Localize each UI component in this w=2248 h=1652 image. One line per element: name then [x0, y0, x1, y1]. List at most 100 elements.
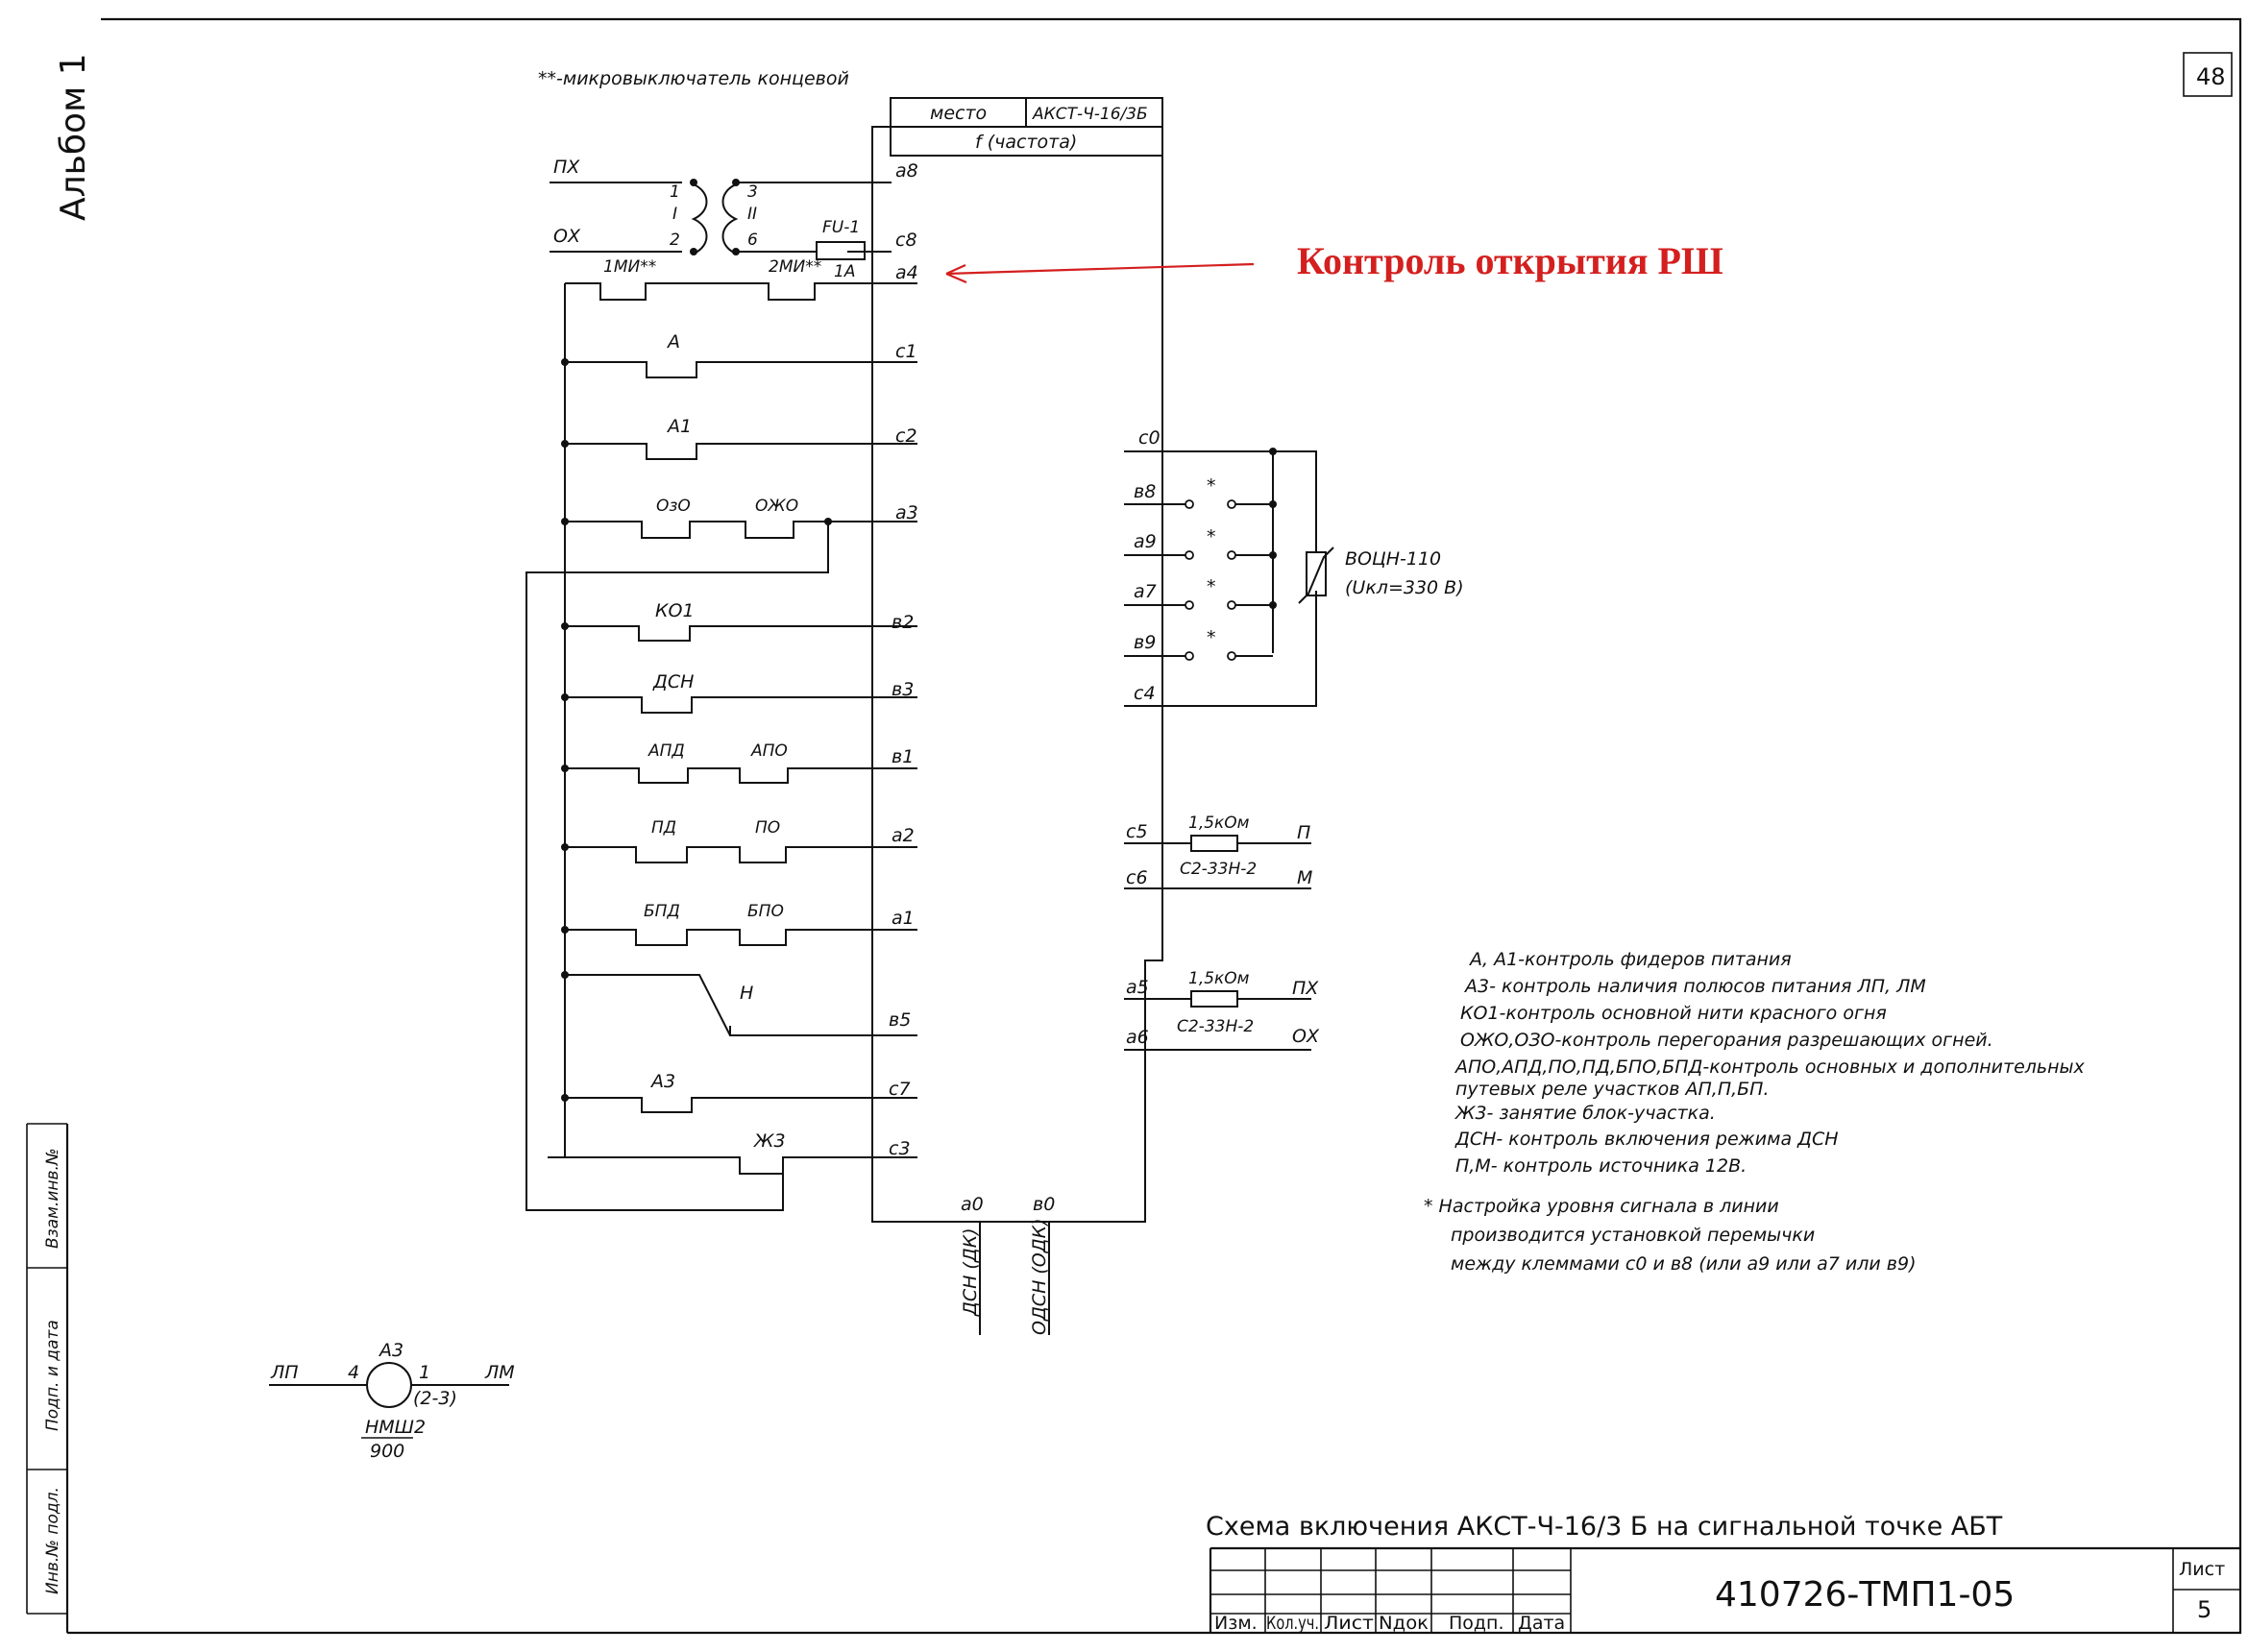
varistor-name: ВОЦН-110: [1345, 548, 1441, 570]
terminal-c6: с6: [1126, 867, 1148, 888]
relay-a3: А3 ЛП ЛМ 4 1 (2-3) НМШ2 900: [269, 1340, 515, 1462]
note-line-2: производится установкой перемычки: [1451, 1225, 1815, 1246]
terminal-a3: а3: [895, 502, 918, 523]
fuse-name: FU-1: [822, 218, 860, 237]
coil-primary-roman: I: [672, 205, 677, 224]
jumper-mark-4: *: [1207, 627, 1216, 648]
terminal-c1: с1: [895, 341, 917, 362]
terminal-c3: с3: [889, 1138, 911, 1159]
terminal-a4: а4: [895, 262, 918, 283]
jumper-mark-3: *: [1207, 576, 1216, 597]
contact-n: Н: [740, 983, 753, 1004]
terminal-a9: а9: [1134, 531, 1157, 552]
legend-line-2: А3- контроль наличия полюсов питания ЛП,…: [1463, 976, 1926, 997]
resistor-1: 1,5кОм С2-33Н-2 П М с5 с6: [1124, 814, 1312, 889]
terminal-a7: а7: [1134, 581, 1157, 602]
bottom-outputs: ДСН (ДК) ОДСН (ОДК): [960, 1218, 1050, 1335]
varistor-symbol: [1306, 551, 1327, 596]
tb-header-izm: Изм.: [1214, 1613, 1258, 1634]
title-block: Изм. Кол.уч. Лист Nдок Подп. Дата 410726…: [1209, 1546, 2240, 1634]
left-strip: Инв.№ подл. Подп. и дата Взам.инв.№: [43, 1148, 62, 1594]
terminal-v8: в8: [1134, 481, 1156, 502]
terminal-c0: с0: [1138, 427, 1161, 449]
terminal-c5: с5: [1126, 821, 1148, 842]
jumper-mark-1: *: [1207, 475, 1216, 497]
tb-header-podp: Подп.: [1449, 1613, 1504, 1634]
contact-a3: А3: [649, 1071, 675, 1092]
terminal-v1: в1: [892, 746, 914, 767]
note-line-3: между клеммами с0 и в8 (или а9 или а7 ил…: [1451, 1253, 1916, 1275]
coil-primary-1: 1: [670, 182, 680, 202]
tb-sheet-value: 5: [2197, 1596, 2211, 1623]
terminal-a8: а8: [895, 160, 918, 182]
terminal-v9: в9: [1134, 632, 1156, 653]
legend-line-4: ОЖО,ОЗО-контроль перегорания разрешающих…: [1460, 1030, 1993, 1051]
relay-a3-coil: [366, 1362, 412, 1408]
device-header: место АКСТ-Ч-16/3Б f (частота): [890, 97, 1163, 157]
output-odsn: ОДСН (ОДК): [1029, 1218, 1050, 1335]
relay-a3-lm: ЛМ: [484, 1362, 515, 1383]
left-terminals: а8 с8 а4 с1 с2 а3 в2 в3 в1 а2 а1 в5 с7 с…: [889, 160, 1055, 1215]
drawing-title: Схема включения АКСТ-Ч-16/3 Б на сигналь…: [1206, 1512, 2003, 1542]
legend-line-6: путевых реле участков АП,П,БП.: [1455, 1079, 1770, 1100]
relay-a3-pin-right: 1: [419, 1362, 430, 1383]
left-strip-replaced-label: Взам.инв.№: [43, 1148, 62, 1249]
right-jumper-section: * * * * ВОЦН-110 (Uкл=330 В) с0 в8 а9 а7…: [1124, 427, 1464, 707]
legend-line-3: КО1-контроль основной нити красного огня: [1460, 1003, 1887, 1024]
fuse-rating: 1А: [834, 262, 855, 281]
tb-header-ndok: Nдок: [1379, 1613, 1429, 1634]
resistor1-out-m: М: [1297, 867, 1312, 888]
contact-a1: А1: [666, 416, 692, 437]
sheet-number: 48: [2196, 63, 2226, 90]
tb-header-list: Лист: [1324, 1613, 1374, 1634]
contact-a: А: [666, 331, 680, 352]
contact-pd: ПД: [651, 818, 676, 838]
supply-section: ПХ ОХ 1 I 2 3 II 6 FU-1 1А: [550, 157, 892, 281]
resistor2-type: С2-33Н-2: [1177, 1017, 1254, 1036]
annotation-open-control: Контроль открытия РШ: [1297, 239, 1723, 282]
relay-a3-pins: (2-3): [413, 1388, 457, 1409]
resistor1-out-p: П: [1297, 822, 1310, 843]
terminal-v2: в2: [892, 612, 914, 633]
terminal-c8: с8: [895, 230, 917, 251]
terminal-c4: с4: [1134, 683, 1156, 704]
output-dsn: ДСН (ДК): [960, 1227, 981, 1317]
relay-a3-name: А3: [378, 1340, 403, 1361]
adjustment-note: * Настройка уровня сигнала в линии произ…: [1424, 1196, 1916, 1275]
resistor2-value: 1,5кОм: [1188, 969, 1250, 988]
resistor-2: 1,5кОм С2-33Н-2 ПХ ОХ а5 а6: [1124, 969, 1320, 1051]
contact-zh3: Ж3: [753, 1130, 786, 1152]
fuse-symbol: [816, 241, 866, 260]
terminal-c2: с2: [895, 425, 917, 447]
coil-secondary-roman: II: [747, 205, 757, 224]
contact-apd: АПД: [648, 741, 685, 761]
left-strip-inv-label: Инв.№ подл.: [43, 1487, 62, 1594]
contact-bpd: БПД: [644, 902, 680, 921]
tb-sheet-label: Лист: [2179, 1559, 2225, 1580]
contact-apo: АПО: [750, 741, 788, 761]
terminal-c7: с7: [889, 1079, 911, 1100]
relay-a3-resistance: 900: [370, 1441, 404, 1462]
terminal-v0: в0: [1033, 1194, 1055, 1215]
album-label: Альбом 1: [54, 53, 93, 221]
contact-ko1: КО1: [655, 600, 695, 621]
drawing-frame: [26, 17, 2242, 1635]
terminal-v3: в3: [892, 679, 914, 700]
tb-header-kol: Кол.уч.: [1266, 1613, 1319, 1634]
legend-line-9: П,М- контроль источника 12В.: [1455, 1155, 1747, 1177]
contact-dsn: ДСН: [652, 671, 694, 692]
resistor2-out-px: ПХ: [1292, 978, 1319, 999]
coil-primary-2: 2: [670, 231, 680, 250]
terminal-a6: а6: [1126, 1027, 1149, 1048]
legend-line-7: Ж3- занятие блок-участка.: [1454, 1103, 1716, 1124]
resistor2-out-ox: ОХ: [1292, 1026, 1320, 1047]
left-strip-sign-label: Подп. и дата: [43, 1320, 62, 1431]
tb-doc-code: 410726-ТМП1-05: [1715, 1575, 2015, 1615]
resistor1-type: С2-33Н-2: [1180, 860, 1257, 879]
contact-2mi: 2МИ**: [769, 257, 821, 277]
terminal-a0: а0: [961, 1194, 984, 1215]
terminal-a2: а2: [892, 825, 915, 846]
microswitch-footnote: **-микровыключатель концевой: [538, 68, 849, 89]
contact-ozo: ОзО: [656, 497, 691, 516]
